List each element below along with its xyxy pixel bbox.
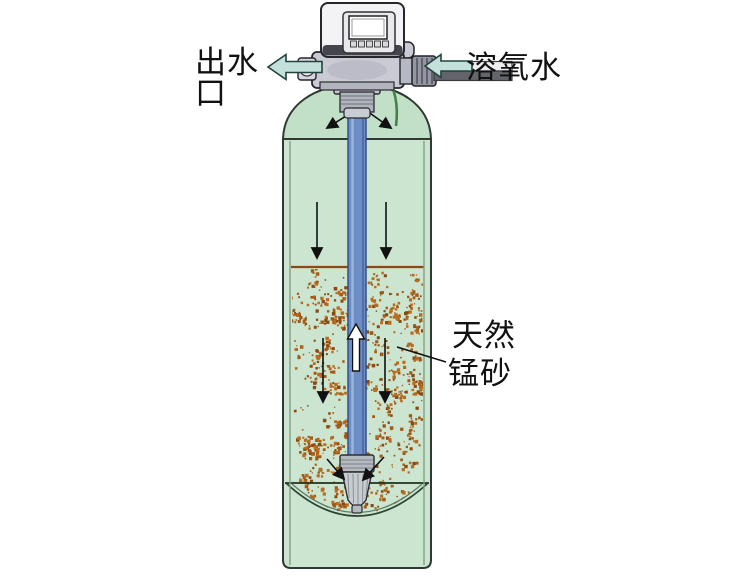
labels: 出水 口 溶氧水 天然 锰砂 (195, 45, 562, 391)
valve-button (374, 40, 381, 48)
upflow-arrow (346, 322, 366, 372)
media-label-line2: 锰砂 (448, 356, 512, 391)
media-leader-line (396, 346, 447, 363)
tank-wall-lines (289, 141, 425, 565)
riser-pipe (347, 111, 367, 461)
outlet-label-line1: 出水 (195, 45, 259, 80)
control-head (320, 2, 405, 58)
valve-button (350, 40, 357, 48)
outlet-label-line2: 口 (195, 76, 227, 111)
outlet-arrow-icon (266, 52, 323, 82)
sand-particles (292, 271, 423, 514)
media-label-line1: 天然 (452, 318, 516, 353)
inlet-label: 溶氧水 (466, 50, 562, 85)
flow-arrows (310, 108, 393, 482)
collector-arrow-left (326, 458, 346, 481)
valve-button (358, 40, 365, 48)
collector-arrow-right (361, 456, 385, 482)
valve-button (366, 40, 373, 48)
tank-outline (282, 138, 432, 569)
dish-curve-outer (285, 482, 429, 517)
inlet-arrow-icon (423, 52, 473, 80)
display-screen (348, 15, 388, 40)
valve-buttons (350, 40, 389, 48)
sand-bed (292, 269, 423, 514)
sand-particles (292, 271, 423, 514)
valve-button (382, 40, 389, 48)
